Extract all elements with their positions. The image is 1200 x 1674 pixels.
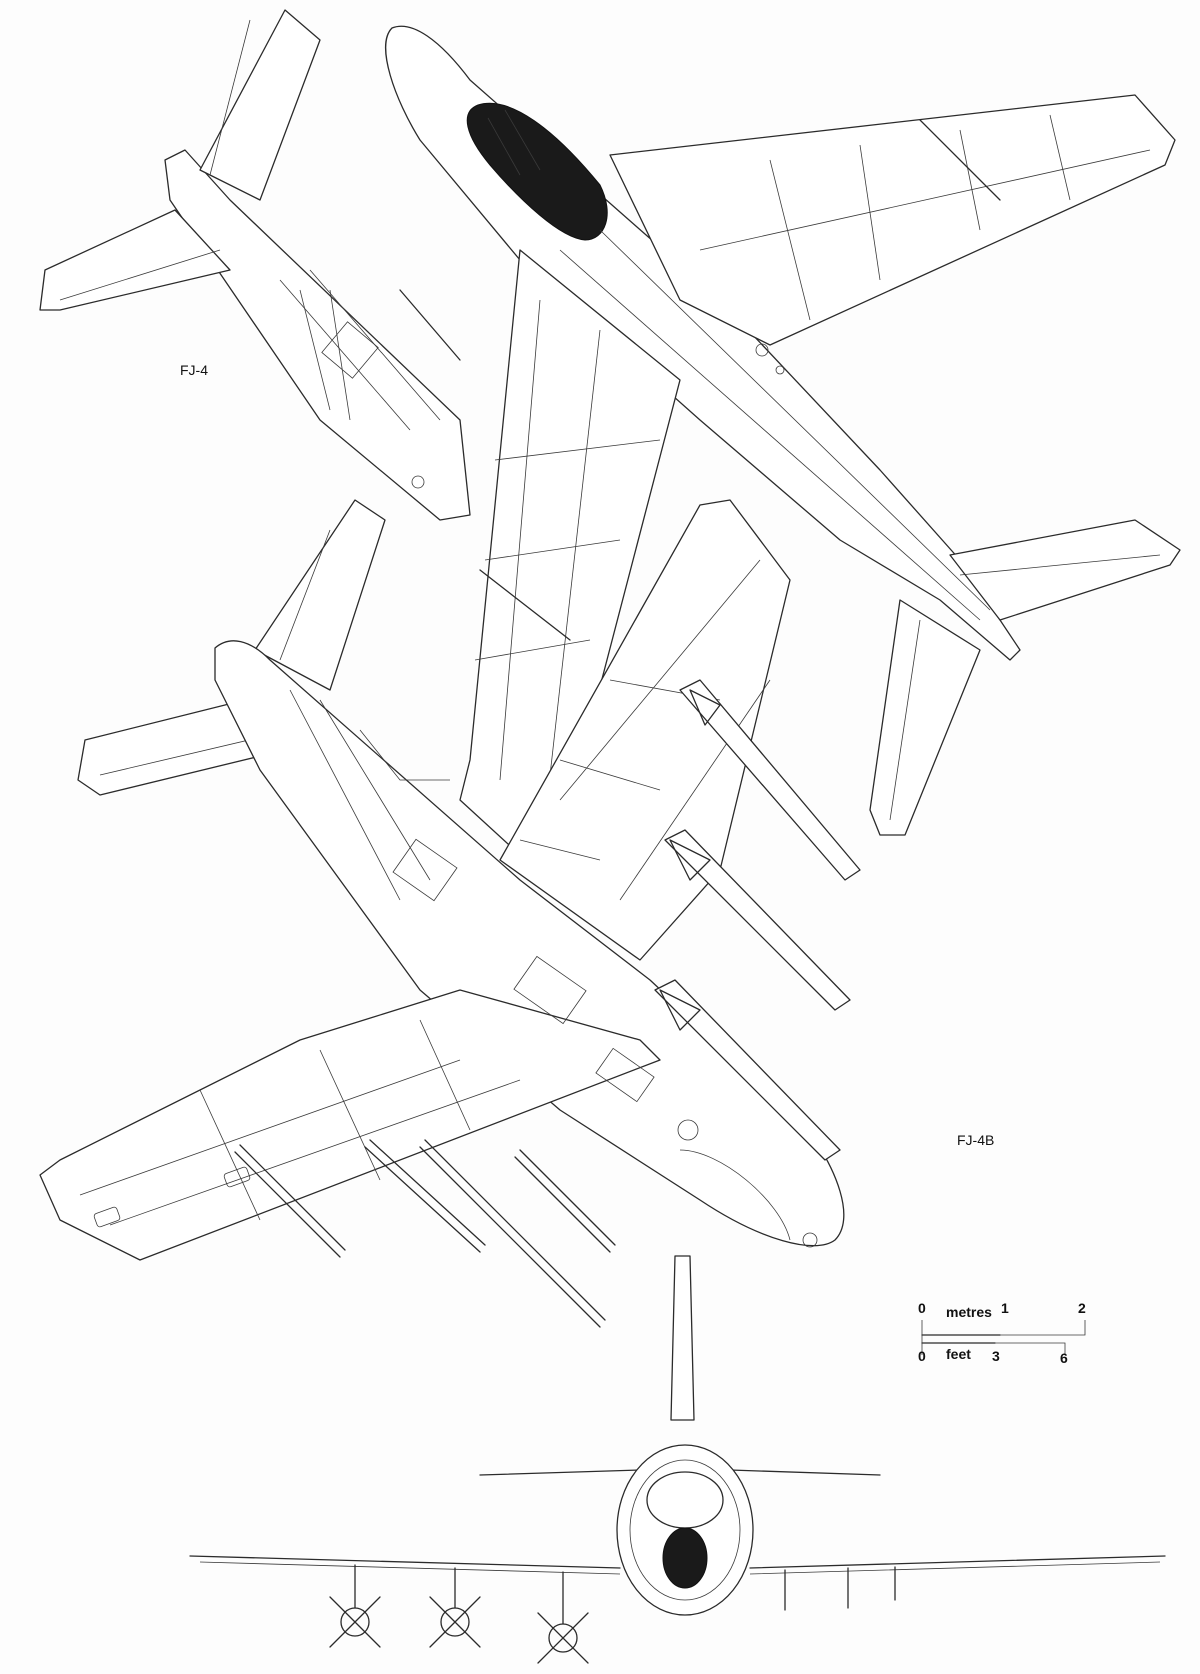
scale-feet-three: 3 xyxy=(992,1348,1000,1364)
scale-metres-one: 1 xyxy=(1001,1300,1009,1316)
front-store-1 xyxy=(329,1564,381,1648)
fj4-under-stabilizer xyxy=(39,209,231,311)
fj4b-label: FJ-4B xyxy=(957,1132,995,1148)
front-fin xyxy=(670,1255,695,1421)
scale-feet-six: 6 xyxy=(1060,1350,1068,1366)
fj4-under-fin xyxy=(199,9,321,201)
store-sidewinder-2 xyxy=(364,1139,486,1253)
fj4b-fin xyxy=(254,499,386,691)
fj4-right-stabilizer xyxy=(949,519,1181,621)
store-sidewinder-1 xyxy=(234,1144,346,1258)
scale-metres-zero: 0 xyxy=(918,1300,926,1316)
fj4b-right-wing xyxy=(499,499,791,961)
fj4-canopy xyxy=(466,102,608,241)
fj4-left-stabilizer xyxy=(869,599,981,836)
fj4b-fuselage xyxy=(214,640,845,1247)
scale-metres-two: 2 xyxy=(1078,1300,1086,1316)
front-intake xyxy=(662,1527,708,1589)
store-bullpup-1 xyxy=(679,679,861,881)
fj4-label: FJ-4 xyxy=(180,362,208,378)
store-bullpup-3 xyxy=(654,979,841,1161)
scale-metres-label: metres xyxy=(946,1304,992,1320)
fj4b-left-wing xyxy=(39,989,661,1261)
fj4-right-wing xyxy=(609,94,1176,346)
store-sidewinder-3 xyxy=(419,1139,606,1328)
scale-feet-zero: 0 xyxy=(918,1348,926,1364)
front-wing xyxy=(189,1555,1166,1569)
front-store-3 xyxy=(537,1571,589,1664)
front-store-2 xyxy=(429,1567,481,1648)
store-sidewinder-4 xyxy=(514,1149,616,1253)
front-tailplane xyxy=(479,1469,881,1476)
scale-feet-label: feet xyxy=(946,1346,971,1362)
fj4-under-fuselage xyxy=(164,149,471,521)
store-bullpup-2 xyxy=(664,829,851,1011)
